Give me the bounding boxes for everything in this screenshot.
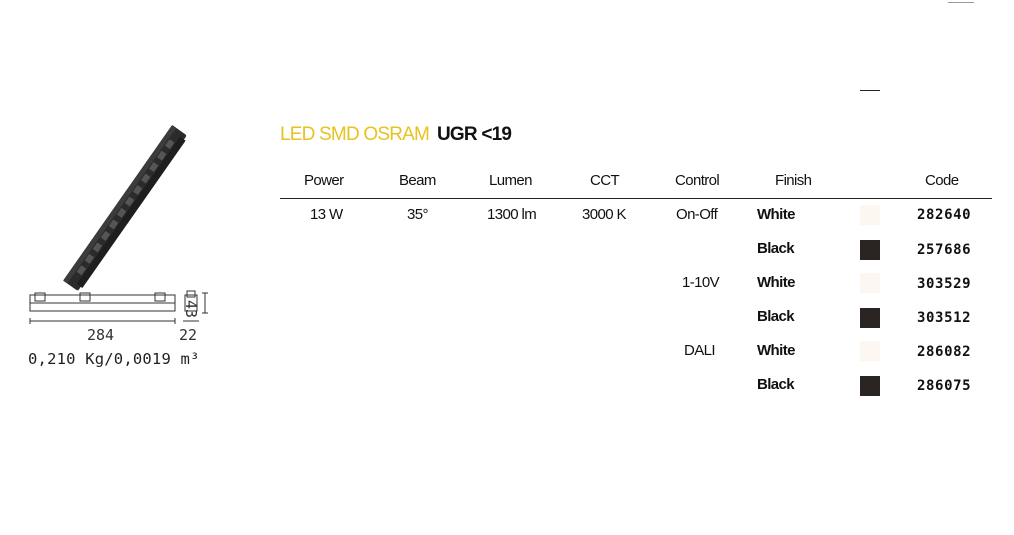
finish-label: Black — [757, 308, 795, 325]
track-light-icon — [63, 125, 187, 291]
finish-swatch — [860, 341, 880, 361]
weight-volume: 0,210 Kg/0,0019 m³ — [28, 350, 200, 368]
finish-label: Black — [757, 376, 795, 393]
table-rule — [280, 198, 992, 199]
dimension-height: 43 — [182, 300, 200, 319]
spec-lumen: 1300 lm — [487, 206, 537, 223]
header-beam: Beam — [399, 172, 436, 189]
dimension-length: 284 — [87, 326, 115, 344]
finish-label: Black — [757, 240, 795, 257]
technical-drawing-icon — [29, 290, 208, 324]
header-lumen: Lumen — [489, 172, 532, 189]
brand-label: LED SMD OSRAM — [280, 124, 430, 145]
header-code: Code — [925, 172, 959, 189]
product-code: 286075 — [917, 378, 972, 394]
product-code: 282640 — [917, 207, 972, 223]
control-label: 1-10V — [682, 274, 720, 291]
spec-cct: 3000 K — [582, 206, 627, 223]
finish-swatch — [860, 308, 880, 328]
dimension-width: 22 — [179, 326, 198, 344]
product-code: 257686 — [917, 242, 972, 258]
finish-swatch — [860, 240, 880, 260]
finish-swatch — [860, 376, 880, 396]
spec-beam: 35° — [407, 206, 428, 223]
header-control: Control — [675, 172, 720, 189]
header-finish: Finish — [775, 172, 812, 189]
header-power: Power — [304, 172, 344, 189]
product-code: 303512 — [917, 310, 972, 326]
finish-swatch — [860, 205, 880, 225]
control-label: DALI — [684, 342, 716, 359]
ugr-rating: UGR <19 — [437, 124, 512, 145]
product-code: 303529 — [917, 276, 972, 292]
finish-label: White — [757, 342, 795, 359]
finish-label: White — [757, 206, 795, 223]
finish-swatch — [860, 273, 880, 293]
finish-label: White — [757, 274, 795, 291]
header-cct: CCT — [590, 172, 620, 189]
spec-power: 13 W — [310, 206, 343, 223]
spec-headline: LED SMD OSRAM UGR <19 — [280, 124, 512, 146]
divider-mark — [860, 90, 880, 91]
corner-mark — [948, 0, 974, 3]
control-label: On-Off — [676, 206, 718, 223]
product-code: 286082 — [917, 344, 972, 360]
